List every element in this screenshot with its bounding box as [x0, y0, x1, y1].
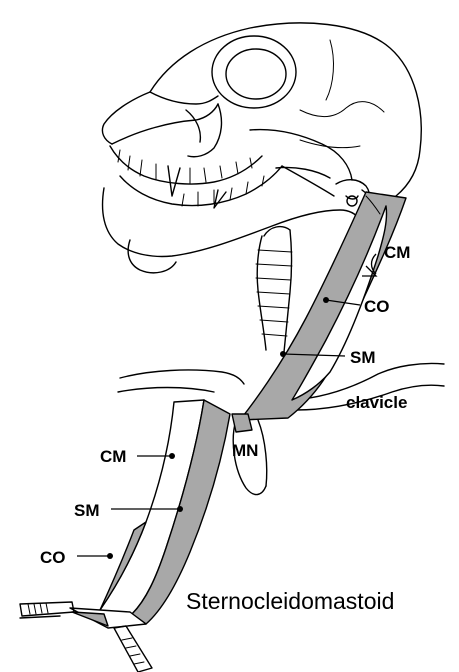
figure-title: Sternocleidomastoid — [186, 588, 394, 614]
bottom-forceps — [114, 626, 152, 672]
label-lower-sm: SM — [74, 501, 100, 520]
label-lower-cm: CM — [100, 447, 126, 466]
label-upper-cm: CM — [384, 243, 410, 262]
label-mn: MN — [232, 441, 258, 460]
label-clavicle: clavicle — [346, 393, 407, 412]
cervical-spine — [256, 227, 292, 352]
label-upper-sm: SM — [350, 348, 376, 367]
label-lower-co: CO — [40, 548, 66, 567]
lower-cm-dot — [169, 453, 175, 459]
mn-stump — [232, 414, 252, 432]
upper-co-dot — [323, 297, 329, 303]
lower-co-dot — [107, 553, 113, 559]
left-forceps — [20, 602, 74, 618]
lower-sm-dot — [177, 506, 183, 512]
label-upper-co: CO — [364, 297, 390, 316]
upper-sm-dot — [280, 351, 286, 357]
